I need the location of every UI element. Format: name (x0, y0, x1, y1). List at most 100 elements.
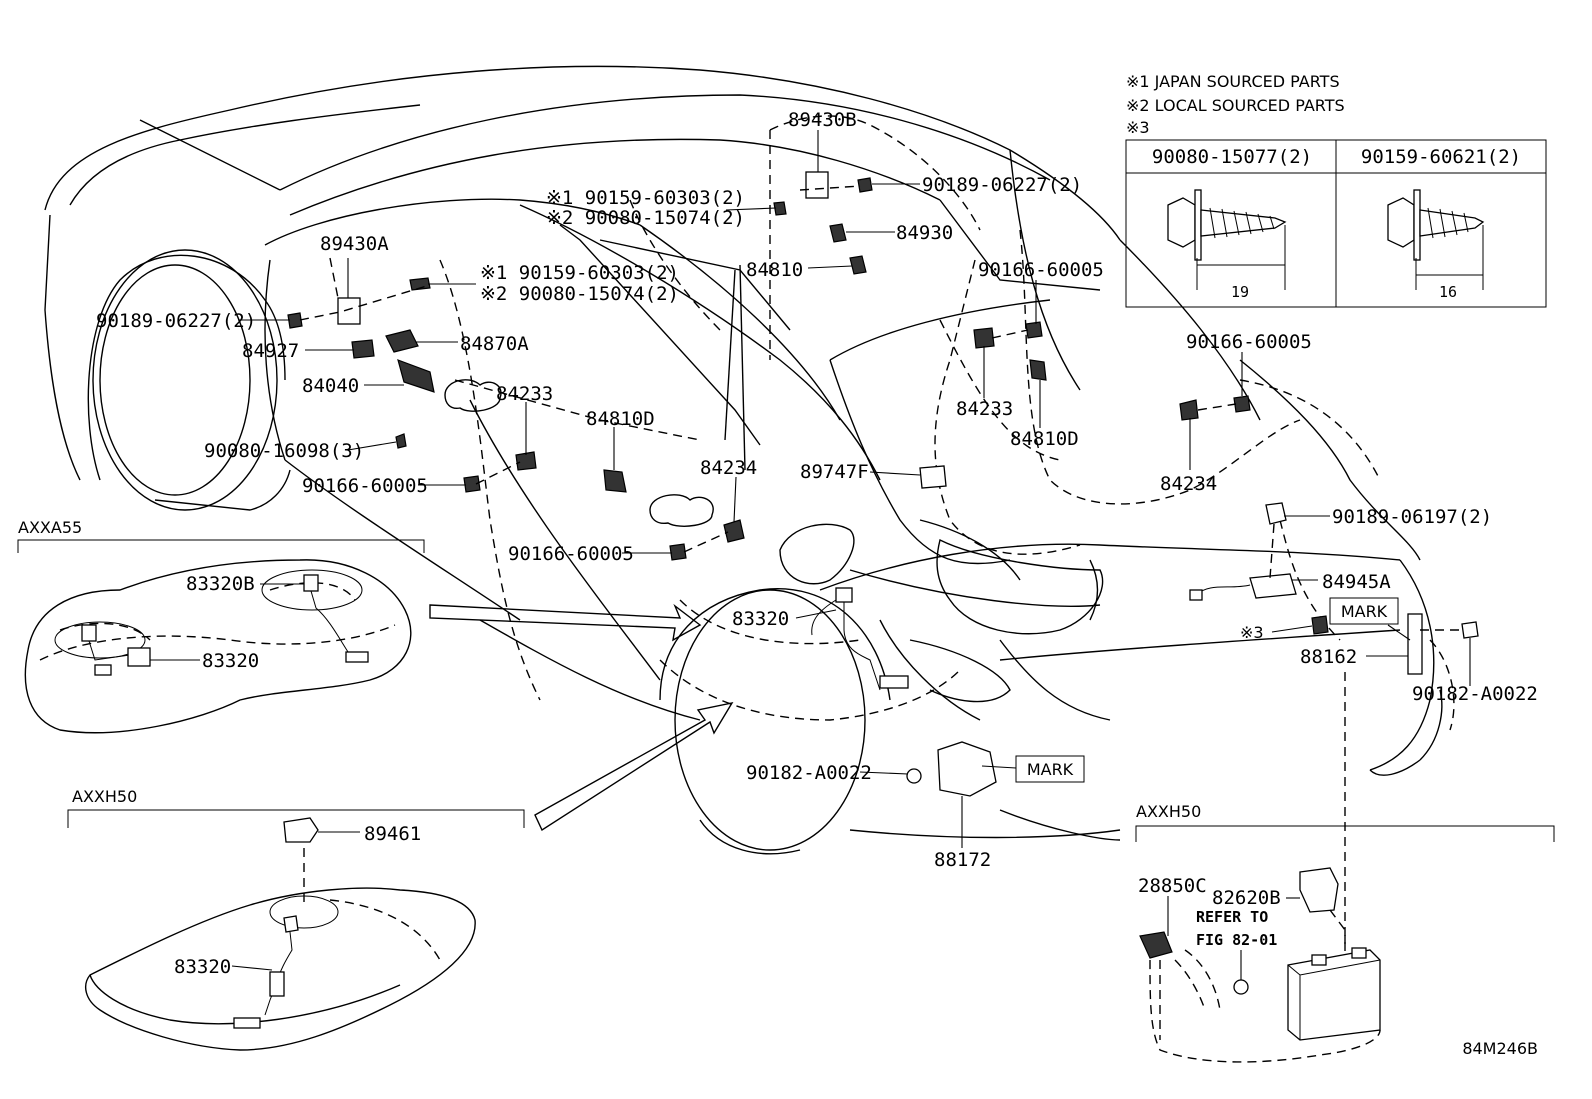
part-88172 (937, 741, 997, 797)
bolt-icon (1233, 395, 1251, 413)
inset-axxh50-right-title: AXXH50 (1136, 802, 1201, 821)
label-84040: 84040 (302, 375, 359, 397)
bolt-icon (409, 277, 431, 291)
mark-label-right: MARK (1341, 602, 1388, 621)
label-89461: 89461 (364, 823, 421, 845)
label-84810: 84810 (746, 259, 803, 281)
battery-icon (1287, 949, 1381, 1041)
inset-axxh50-left: AXXH50 89461 83320 (67, 787, 525, 1051)
label-90080-16098: 90080-16098(3) (204, 440, 364, 462)
leader-lines (238, 130, 1471, 848)
part-82620B (1299, 867, 1339, 913)
part-84233-left (515, 451, 537, 471)
label-84234-right: 84234 (1160, 473, 1217, 495)
label-89747F: 89747F (800, 461, 869, 483)
dimension-19: 19 (1231, 283, 1249, 301)
part-84945A (1249, 573, 1297, 599)
screw-icon (395, 433, 407, 449)
clip-icon (1461, 621, 1479, 639)
part-84810D-left (603, 469, 627, 493)
mark-label-center: MARK (1027, 760, 1074, 779)
label-90182-A0022-right: 90182-A0022 (1412, 683, 1538, 705)
label-90159-60303-a: ※1 90159-60303(2) (546, 187, 745, 209)
table-col1-header: 90080-15077(2) (1152, 146, 1312, 168)
part-glyphs (287, 171, 1479, 832)
label-90166-60005-a: 90166-60005 (302, 475, 428, 497)
part-84810 (849, 255, 867, 275)
label-note3-ref: ※3 (1240, 623, 1264, 642)
refer-to-text: REFER TO (1196, 908, 1268, 926)
part-89747F (919, 465, 947, 489)
label-88162: 88162 (1300, 646, 1357, 668)
inset-axxh50-right: AXXH50 28850C 82620B REFER TO FIG 82-01 (1135, 802, 1555, 1063)
label-84233-right: 84233 (956, 398, 1013, 420)
label-83320-center: 83320 (732, 608, 789, 630)
part-83320-axxa55 (81, 624, 97, 642)
label-83320-axxa55: 83320 (202, 650, 259, 672)
label-84927: 84927 (242, 340, 299, 362)
label-84930: 84930 (896, 222, 953, 244)
label-28850C: 28850C (1138, 875, 1207, 897)
dimension-16: 16 (1439, 283, 1457, 301)
part-88162 (1407, 613, 1423, 675)
clip-icon (1265, 502, 1287, 525)
label-84234-left: 84234 (700, 457, 757, 479)
part-84234-left (723, 519, 745, 543)
label-83320-axxh50: 83320 (174, 956, 231, 978)
label-90166-60005-d: 90166-60005 (1186, 331, 1312, 353)
label-90166-60005-b: 90166-60005 (508, 543, 634, 565)
table-col2-header: 90159-60621(2) (1361, 146, 1521, 168)
figure-code: 84M246B (1462, 1039, 1538, 1058)
note-3: ※3 (1126, 118, 1150, 137)
bolt-icon (1025, 321, 1043, 339)
nut-icon (906, 768, 922, 784)
label-84945A: 84945A (1322, 571, 1391, 593)
note-japan-sourced: ※1 JAPAN SOURCED PARTS (1126, 72, 1340, 91)
part-83320-axxh50 (283, 915, 299, 933)
bolt-table: 90080-15077(2) 90159-60621(2) 19 16 (1125, 139, 1547, 308)
part-84040 (397, 359, 435, 393)
label-84233-left: 84233 (496, 383, 553, 405)
screw-icon (1311, 615, 1329, 635)
part-89461 (283, 817, 319, 843)
label-90182-A0022-center: 90182-A0022 (746, 762, 872, 784)
part-84810D-right (1029, 359, 1047, 381)
part-84870A (385, 329, 419, 353)
part-28850C (1139, 931, 1173, 959)
part-labels: 89430B 90189-06227(2) 84930 84810 ※1 901… (96, 109, 1538, 871)
part-84927 (351, 339, 375, 359)
label-82620B: 82620B (1212, 887, 1281, 909)
clip-icon (857, 177, 873, 193)
part-89430B (805, 171, 829, 199)
label-88172: 88172 (934, 849, 991, 871)
nut-icon (1233, 979, 1249, 995)
fig-ref-text: FIG 82-01 (1196, 931, 1277, 949)
label-84810D-left: 84810D (586, 408, 655, 430)
part-84233-right (973, 327, 995, 349)
label-90080-15074-a: ※2 90080-15074(2) (546, 207, 745, 229)
part-84234-right (1179, 399, 1199, 421)
bolt-icon (773, 201, 787, 216)
part-89430A (337, 297, 361, 325)
tapping-screw-icon: 16 (1387, 189, 1485, 301)
dashed-mounting-lines (299, 185, 1464, 960)
label-89430A: 89430A (320, 233, 389, 255)
label-90189-06227-top: 90189-06227(2) (922, 174, 1082, 196)
label-90159-60303-b: ※1 90159-60303(2) (480, 262, 679, 284)
part-83320B (303, 574, 319, 592)
inset-axxa55: AXXA55 83320B 83320 (17, 518, 425, 734)
bolt-icon (463, 475, 481, 493)
tapping-screw-icon: 19 (1167, 189, 1287, 301)
label-90189-06227-left: 90189-06227(2) (96, 310, 256, 332)
note-local-sourced: ※2 LOCAL SOURCED PARTS (1126, 96, 1345, 115)
bolt-icon (669, 543, 687, 561)
inset-axxa55-title: AXXA55 (18, 518, 82, 537)
label-84870A: 84870A (460, 333, 529, 355)
arrow-icon (534, 701, 734, 832)
part-83320-center (835, 587, 853, 603)
part-84930 (829, 223, 847, 243)
label-90189-06197: 90189-06197(2) (1332, 506, 1492, 528)
arrow-icon (429, 603, 702, 642)
label-90166-60005-c: 90166-60005 (978, 259, 1104, 281)
label-83320B: 83320B (186, 573, 255, 595)
